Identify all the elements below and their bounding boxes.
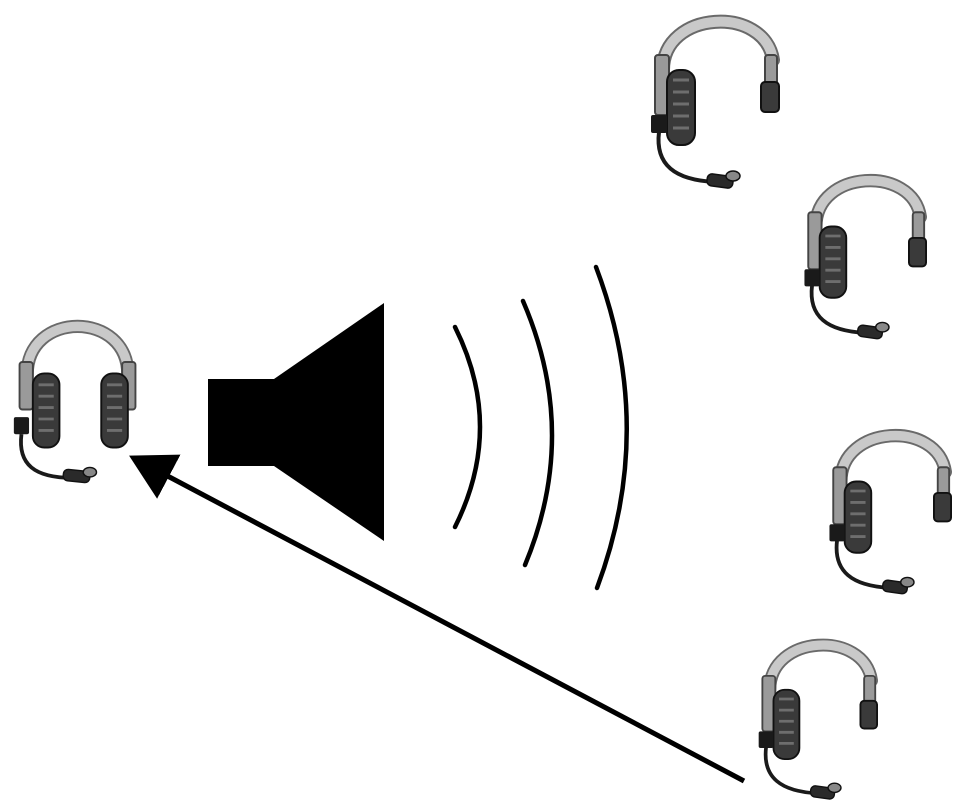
single-ear-headset-icon (651, 22, 779, 189)
arrow-icon (160, 472, 744, 781)
dual-ear-headset-icon (14, 326, 136, 483)
sound-wave-icon (523, 301, 552, 565)
sound-wave-group (455, 267, 627, 588)
single-ear-headset-icon (759, 645, 877, 800)
single-ear-headset-icon (829, 436, 951, 595)
sound-wave-icon (455, 327, 480, 527)
speaker-icon (208, 303, 384, 541)
sound-wave-icon (596, 267, 627, 588)
single-ear-headset-icon (804, 181, 926, 340)
